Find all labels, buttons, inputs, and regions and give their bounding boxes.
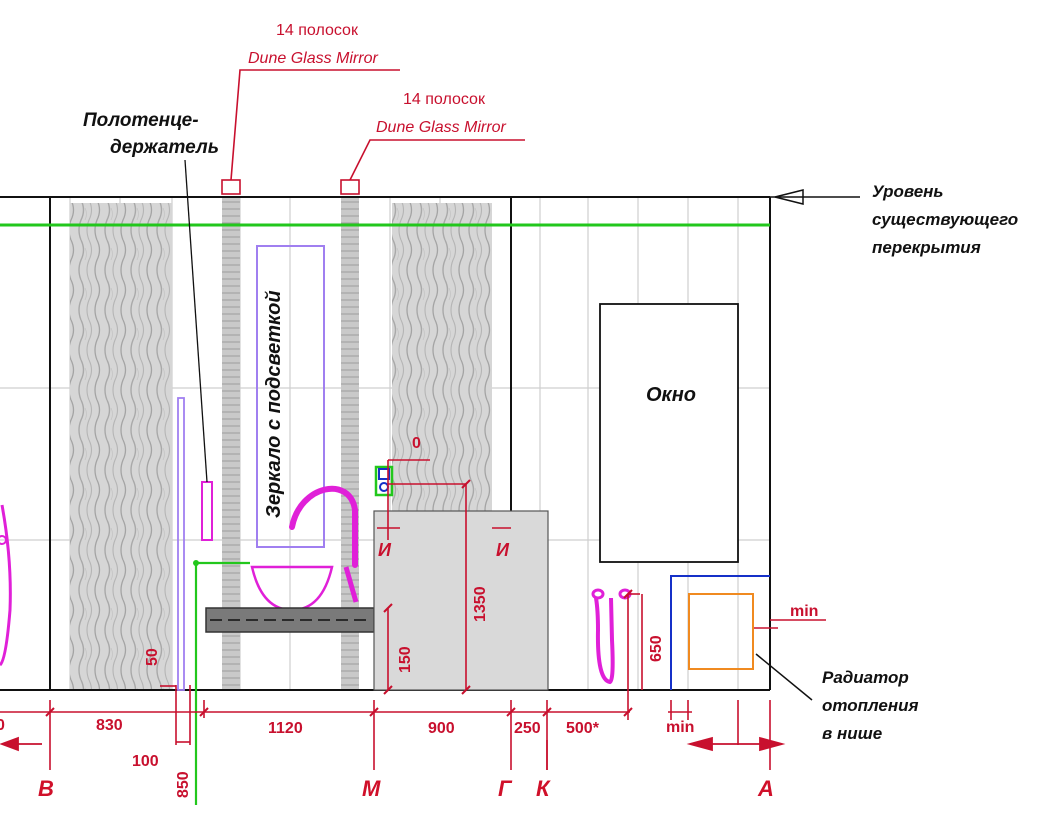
dim-i-left: И	[378, 540, 392, 560]
dim-min-right: min	[790, 603, 818, 620]
dim-1120: 1120	[268, 720, 303, 737]
left-shower-head-icon	[0, 535, 7, 545]
tall-cabinet	[373, 510, 549, 691]
faucet-icon	[289, 485, 358, 568]
strip-label-1-name: Dune Glass Mirror	[248, 50, 378, 67]
strip-label-2-name: Dune Glass Mirror	[376, 119, 506, 136]
dim-650: 650	[648, 635, 665, 662]
level-label-2: существующего	[872, 210, 1018, 229]
towel-holder-leader	[184, 159, 208, 483]
dimension-ticks	[45, 479, 633, 717]
radiator-label-1: Радиатор	[822, 668, 909, 687]
radiator-label-2: отопления	[822, 696, 919, 715]
dim-min-bottom: min	[666, 719, 694, 736]
socket-dot-icon	[379, 482, 389, 492]
right-direction-arrow-icon	[686, 736, 786, 752]
strip-label-1-count: 14 полосок	[276, 22, 359, 39]
axis-v-label: В	[38, 776, 54, 801]
socket-icon	[378, 468, 390, 480]
hand-shower-icon	[594, 597, 615, 685]
dim-100: 100	[132, 753, 159, 770]
dim-50: 50	[144, 648, 161, 666]
wood-panel-left	[70, 203, 172, 690]
radiator-leader	[755, 653, 813, 701]
dim-1350: 1350	[472, 586, 489, 622]
radiator	[688, 593, 754, 670]
towel-holder-label-1: Полотенце-	[83, 110, 199, 131]
radiator-niche	[670, 575, 770, 690]
towel-holder	[201, 481, 213, 541]
lit-mirror	[256, 245, 325, 548]
strip-leaders	[221, 69, 525, 195]
axis-k-label: К	[536, 776, 551, 801]
towel-holder-label-2: держатель	[110, 137, 219, 158]
strip-label-2-count: 14 полосок	[403, 91, 486, 108]
dim-500: 500*	[566, 720, 600, 737]
mirror-label: Зеркало с подсветкой	[263, 290, 285, 518]
level-label-1: Уровень	[872, 182, 944, 201]
axis-a-label: А	[757, 776, 774, 801]
faucet-spout-icon	[343, 566, 359, 603]
vertical-pipe	[177, 397, 185, 691]
dim-850: 850	[175, 771, 192, 798]
socket-box	[374, 465, 394, 497]
dim-150: 150	[397, 646, 414, 673]
dim-left-edge: 0	[0, 717, 5, 734]
dim-830: 830	[96, 717, 123, 734]
shower-valve-left-icon	[591, 588, 605, 600]
level-label-3: перекрытия	[872, 238, 981, 257]
green-supply-node	[193, 560, 199, 566]
dim-900: 900	[428, 720, 455, 737]
level-arrow-icon	[774, 189, 804, 205]
radiator-label-3: в нише	[822, 724, 882, 743]
left-direction-arrow-icon	[0, 736, 42, 752]
window	[599, 303, 739, 563]
axis-g-label: Г	[498, 776, 513, 801]
axis-m-label: М	[362, 776, 381, 801]
window-label: Окно	[646, 384, 696, 406]
wash-basin	[250, 565, 334, 612]
dim-250: 250	[514, 720, 541, 737]
dim-i-right: И	[496, 540, 510, 560]
dim-0: 0	[412, 435, 421, 452]
mirror-strip-left	[222, 198, 240, 690]
left-shower-hose-icon	[0, 504, 12, 667]
